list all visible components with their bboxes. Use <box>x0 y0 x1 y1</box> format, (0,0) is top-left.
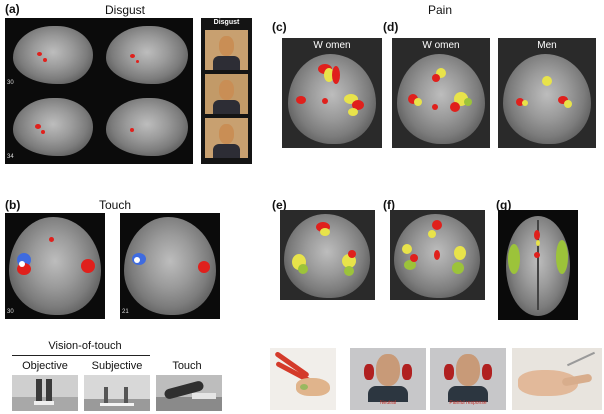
pain-caption: W omen <box>313 40 351 51</box>
panel-label-e: (e) <box>272 198 287 212</box>
touch-slice-right: 21 <box>120 213 220 319</box>
pain-caption: Men <box>537 40 557 51</box>
objective-photo <box>12 375 78 411</box>
slice-e <box>280 210 375 300</box>
face-caption-neutral: Neutral <box>379 400 397 406</box>
title-touch: Touch <box>98 198 132 212</box>
title-pain: Pain <box>427 3 453 17</box>
title-disgust: Disgust <box>104 3 145 17</box>
disgust-face-strip: Disgust <box>201 18 252 164</box>
scissors-hand-photo <box>270 348 336 410</box>
caption-touch: Touch <box>172 360 202 372</box>
slice-number: 21 <box>122 309 129 315</box>
slice-number: 30 <box>7 309 14 315</box>
face-photo <box>205 118 248 158</box>
touch-slice-left: 30 <box>5 213 105 319</box>
panel-label-g: (g) <box>496 198 512 212</box>
title-vision-of-touch: Vision-of-touch <box>48 340 122 352</box>
divider <box>12 355 150 356</box>
sagittal-slice: 30 <box>5 18 98 90</box>
face-caption-painful: Painful response <box>449 400 487 406</box>
sagittal-slice <box>100 18 193 90</box>
slice-number: 30 <box>7 80 14 86</box>
caption-objective: Objective <box>22 360 68 372</box>
pain-women-slice-c: W omen <box>282 38 382 148</box>
face-photo <box>205 74 248 114</box>
sagittal-slice: 34 <box>5 92 98 164</box>
slice-f <box>390 210 485 300</box>
sagittal-slice <box>100 92 193 164</box>
caption-subjective: Subjective <box>91 360 143 372</box>
axial-slice-g <box>498 210 578 320</box>
face-strip-title: Disgust <box>213 19 240 26</box>
neutral-face-photo: Neutral <box>350 348 426 410</box>
subjective-photo <box>84 375 150 411</box>
panel-label-c: (c) <box>272 20 287 34</box>
hand-needle-photo <box>512 348 602 410</box>
panel-label-b: (b) <box>5 198 21 212</box>
panel-label-a: (a) <box>5 2 20 16</box>
pain-caption: W omen <box>422 40 460 51</box>
touch-photo <box>156 375 222 411</box>
disgust-slices-grid: 30 34 <box>5 18 193 164</box>
pain-face-photo: Painful response <box>430 348 506 410</box>
slice-number: 34 <box>7 154 14 160</box>
pain-women-slice-d: W omen <box>392 38 490 148</box>
face-photo <box>205 30 248 70</box>
panel-label-f: (f) <box>383 198 395 212</box>
pain-men-slice: Men <box>498 38 596 148</box>
panel-label-d: (d) <box>383 20 399 34</box>
